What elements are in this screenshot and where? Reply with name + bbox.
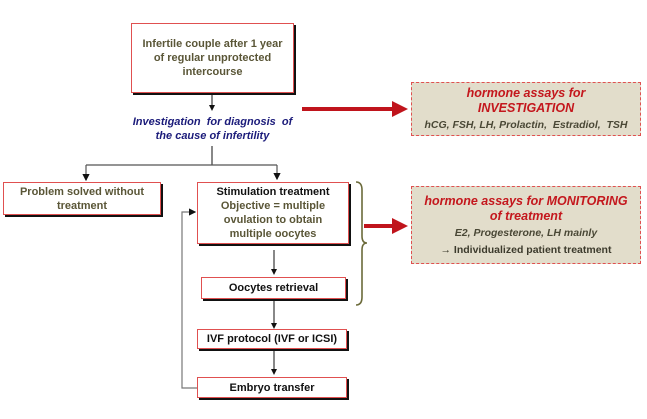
bracket-stimulation-to-oocytes (355, 181, 368, 306)
oocytes-retrieval-label: Oocytes retrieval (228, 282, 319, 294)
stimulation-line-1: Objective = multiple (220, 200, 326, 212)
problem-solved-line-1: Problem solved without (19, 185, 145, 198)
stimulation-line-2: ovulation to obtain (223, 214, 323, 226)
problem-solved-box: Problem solved without treatment (3, 182, 161, 215)
investigation-line-1: Investigation for diagnosis of (132, 116, 293, 128)
assay-investigation-box: hormone assays for INVESTIGATION hCG, FS… (411, 82, 641, 136)
stimulation-line-3: multiple oocytes (229, 228, 317, 240)
assay-monitoring-title-1: hormone assays for MONITORING (424, 194, 628, 208)
start-line-3: intercourse (182, 66, 243, 78)
ivf-protocol-label: IVF protocol (IVF or ICSI) (206, 333, 338, 345)
stimulation-title: Stimulation treatment (216, 186, 330, 198)
stimulation-box: Stimulation treatment Objective = multip… (197, 182, 349, 244)
assay-monitoring-hormones: E2, Progesterone, LH mainly (454, 227, 598, 239)
problem-solved-line-2: treatment (56, 199, 108, 212)
assay-investigation-hormones: hCG, FSH, LH, Prolactin, Estradiol, TSH (424, 119, 628, 131)
start-box: Infertile couple after 1 year of regular… (131, 23, 294, 93)
oocytes-retrieval-box: Oocytes retrieval (201, 277, 346, 299)
investigation-label: Investigation for diagnosis of the cause… (110, 115, 315, 143)
assay-investigation-title-2: INVESTIGATION (477, 101, 575, 115)
start-line-1: Infertile couple after 1 year (142, 38, 283, 50)
assay-monitoring-note: → Individualized patient treatment (440, 244, 612, 256)
embryo-transfer-label: Embryo transfer (229, 381, 315, 394)
loop-embryo-to-stimulation (181, 208, 197, 389)
assay-monitoring-title-2: of treatment (489, 209, 563, 223)
embryo-transfer-box: Embryo transfer (197, 377, 347, 398)
investigation-line-2: the cause of infertility (155, 130, 270, 142)
assay-monitoring-box: hormone assays for MONITORING of treatme… (411, 186, 641, 264)
ivf-protocol-box: IVF protocol (IVF or ICSI) (197, 329, 347, 349)
start-line-2: of regular unprotected (153, 52, 272, 64)
assay-investigation-title-1: hormone assays for (466, 86, 586, 100)
